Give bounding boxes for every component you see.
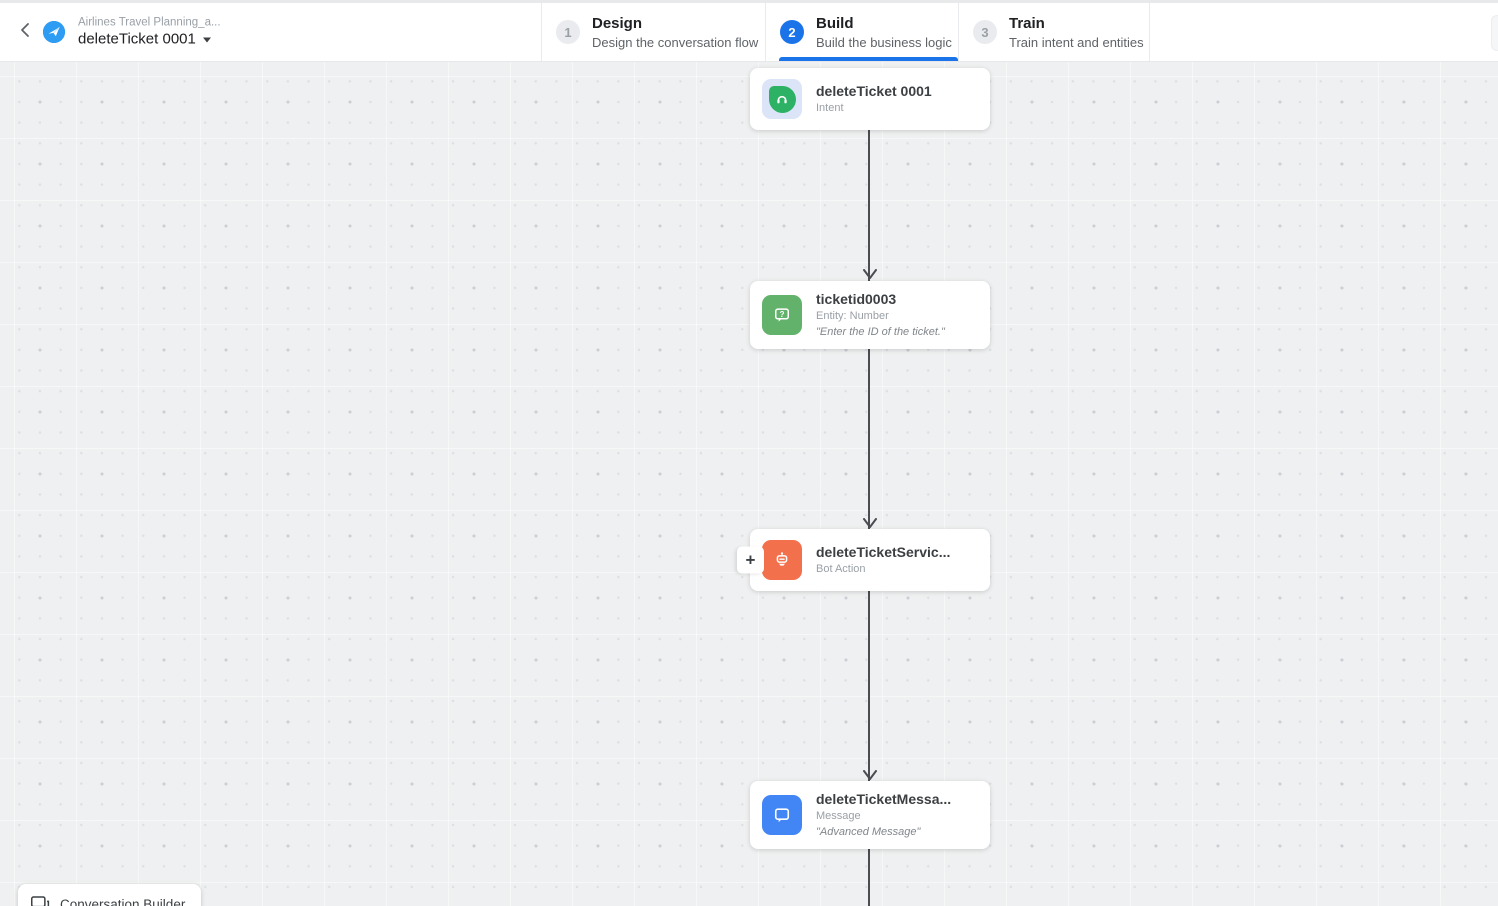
node-title: deleteTicketServic... <box>816 544 951 560</box>
arrow-down-icon <box>863 269 877 279</box>
node-type-label: Intent <box>816 102 844 114</box>
tab-description: Build the business logic <box>816 34 952 50</box>
collapsed-panel-handle[interactable] <box>1491 15 1498 51</box>
flow-canvas[interactable]: deleteTicket 0001 Intent ? ticketid0003 … <box>0 62 1498 906</box>
conversation-builder-button[interactable]: Conversation Builder <box>18 884 202 906</box>
tab-build[interactable]: 2 Build Build the business logic <box>765 3 958 61</box>
breadcrumb: Airlines Travel Planning_a... <box>78 16 221 29</box>
node-type-label: Entity: Number <box>816 310 889 322</box>
page-title: deleteTicket 0001 <box>78 30 196 48</box>
node-prompt-text: "Advanced Message" <box>816 826 921 838</box>
message-bubble-icon <box>762 795 802 835</box>
intent-headset-icon <box>768 85 796 113</box>
window-top-strip <box>0 0 1498 3</box>
entity-question-bubble-icon: ? <box>762 295 802 335</box>
workflow-steps: 1 Design Design the conversation flow 2 … <box>541 3 1150 61</box>
step-number-badge: 3 <box>973 20 997 44</box>
back-button[interactable] <box>14 21 36 43</box>
tab-label: Train <box>1009 14 1045 32</box>
svg-text:?: ? <box>780 310 785 319</box>
node-entity[interactable]: ? ticketid0003 Entity: Number "Enter the… <box>750 281 990 349</box>
node-intent[interactable]: deleteTicket 0001 Intent <box>750 68 990 130</box>
tab-description: Design the conversation flow <box>592 34 759 50</box>
tab-train[interactable]: 3 Train Train intent and entities <box>958 3 1150 61</box>
caret-down-icon <box>202 37 211 43</box>
arrow-down-icon <box>863 770 877 780</box>
step-number-badge: 2 <box>780 20 804 44</box>
tab-design[interactable]: 1 Design Design the conversation flow <box>541 3 765 61</box>
node-title: ticketid0003 <box>816 291 897 307</box>
header-title-block: Airlines Travel Planning_a... deleteTick… <box>78 16 221 49</box>
step-number-badge: 1 <box>556 20 580 44</box>
conversation-builder-label: Conversation Builder <box>60 896 186 906</box>
tab-label: Build <box>816 14 854 32</box>
chevron-left-icon <box>20 22 31 43</box>
arrow-down-icon <box>863 518 877 528</box>
task-title-dropdown[interactable]: deleteTicket 0001 <box>78 30 221 49</box>
add-node-button[interactable]: + <box>737 546 764 574</box>
flow-connector-line <box>868 102 870 906</box>
node-type-label: Message <box>816 810 861 822</box>
active-tab-indicator <box>779 57 958 61</box>
node-bot-action[interactable]: + deleteTicketServic... Bot Action <box>737 529 990 591</box>
node-prompt-text: "Enter the ID of the ticket." <box>816 326 945 338</box>
app-logo-plane-icon <box>43 21 65 43</box>
tab-description: Train intent and entities <box>1009 34 1144 50</box>
node-title: deleteTicket 0001 <box>816 83 932 99</box>
app-header: Airlines Travel Planning_a... deleteTick… <box>0 3 1498 62</box>
intent-icon-tile <box>762 79 802 119</box>
tab-label: Design <box>592 14 643 32</box>
chat-windows-icon <box>30 895 51 906</box>
bot-action-robot-icon <box>762 540 802 580</box>
node-message[interactable]: deleteTicketMessa... Message "Advanced M… <box>750 781 990 849</box>
node-type-label: Bot Action <box>816 563 866 575</box>
node-title: deleteTicketMessa... <box>816 791 952 807</box>
